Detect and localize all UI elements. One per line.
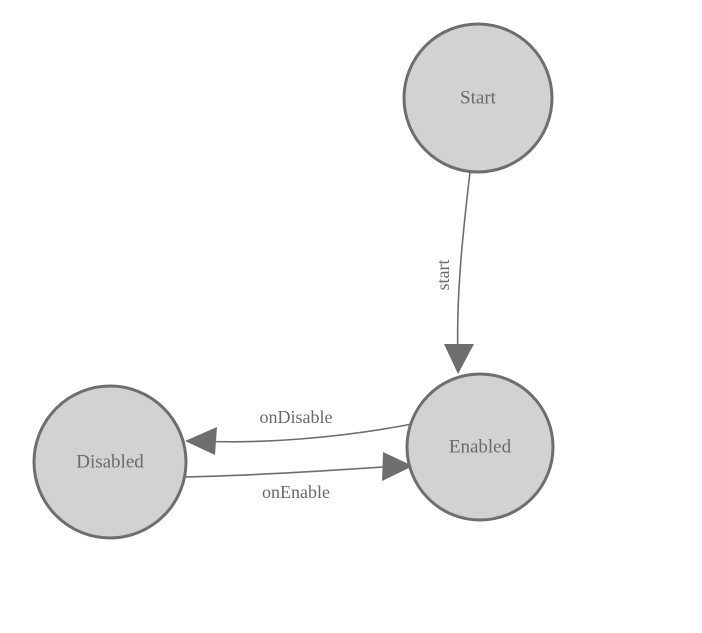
state-node-start-label: Start [460,87,497,108]
edge-enabled-to-disabled-path [199,423,413,443]
state-node-enabled[interactable]: Enabled [405,372,555,522]
edge-start-to-enabled-path [456,171,471,359]
state-node-start[interactable]: Start [402,22,554,174]
edge-start-to-enabled-label: start [433,260,453,291]
edge-enabled-to-disabled[interactable]: onDisable [185,407,413,455]
state-node-disabled-circle [32,384,188,540]
state-node-start-circle [402,22,554,174]
state-node-enabled-label: Enabled [449,436,512,457]
state-node-enabled-circle [405,372,555,522]
edge-start-to-enabled-arrowhead [444,344,474,374]
edge-enabled-to-disabled-label: onDisable [260,407,333,427]
state-node-disabled[interactable]: Disabled [32,384,188,540]
edge-disabled-to-enabled-arrowhead [382,452,413,481]
edge-start-to-enabled[interactable]: start [433,171,474,374]
edge-disabled-to-enabled-path [179,465,399,478]
state-node-disabled-label: Disabled [76,451,144,472]
edge-disabled-to-enabled-label: onEnable [262,482,330,502]
edge-enabled-to-disabled-arrowhead [185,427,217,455]
edge-disabled-to-enabled[interactable]: onEnable [179,452,413,502]
